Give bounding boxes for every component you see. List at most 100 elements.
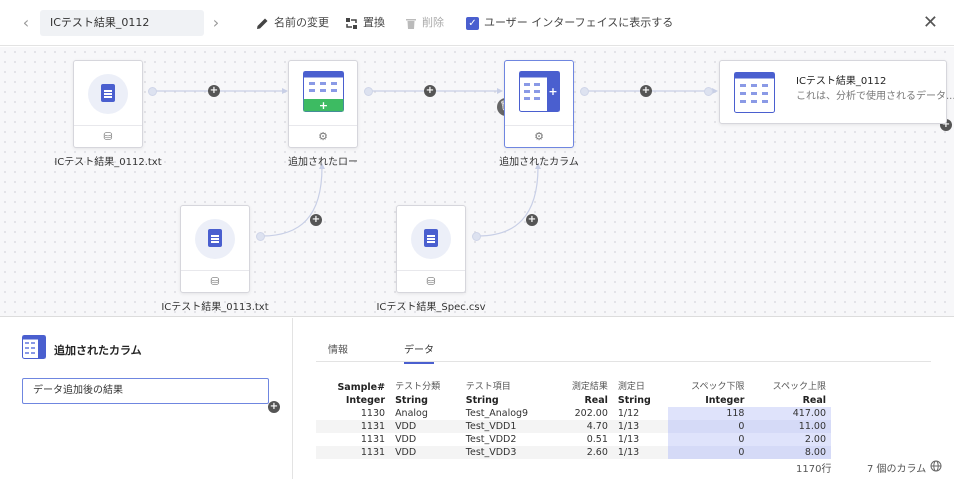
column-type: String xyxy=(617,395,651,406)
table-cell: 4.70 xyxy=(553,420,613,433)
checkbox-checked-icon[interactable]: ✓ xyxy=(466,16,479,30)
dataset-title[interactable]: ICテスト結果_0112 xyxy=(40,10,204,36)
table-cell: VDD xyxy=(390,446,461,459)
gear-icon[interactable]: ⚙ xyxy=(505,125,573,147)
document-icon xyxy=(424,229,438,247)
table-cell: 2.60 xyxy=(553,446,613,459)
table-cell: 202.00 xyxy=(574,408,608,419)
column-header[interactable]: テスト項目 xyxy=(465,382,511,392)
column-header[interactable]: 測定日 xyxy=(617,382,645,392)
database-icon: ⛁ xyxy=(181,270,249,292)
database-icon: ⛁ xyxy=(74,125,142,147)
output-port[interactable] xyxy=(580,87,589,96)
table-cell: 0 xyxy=(668,446,750,459)
output-dataset-node[interactable]: ICテスト結果_0112 これは、分析で使用されるデータ... xyxy=(719,60,954,124)
flow-node-file-0112[interactable]: ⛁ xyxy=(73,60,143,148)
insert-step-plus-icon[interactable]: + xyxy=(424,85,436,97)
data-preview-table: Sample# テスト分類 テスト項目 測定結果 測定日 スペック下限 スペック… xyxy=(316,381,831,459)
table-cell: 1/13 xyxy=(617,434,640,445)
column-header[interactable]: テスト分類 xyxy=(395,382,441,392)
replace-label: 置換 xyxy=(363,16,385,29)
tab-info[interactable]: 情報 xyxy=(328,345,348,356)
table-cell: Test_VDD2 xyxy=(465,434,517,445)
table-cell: Test_VDD1 xyxy=(460,420,554,433)
close-icon[interactable]: ✕ xyxy=(922,12,938,33)
add-columns-icon xyxy=(22,335,46,359)
node-label: ICテスト結果_Spec.csv xyxy=(376,302,486,313)
document-icon xyxy=(101,84,115,102)
output-port[interactable] xyxy=(472,232,481,241)
table-row: 1131 VDD Test_VDD2 0.51 1/13 0 2.00 xyxy=(316,433,831,446)
column-header[interactable]: 測定結果 xyxy=(571,382,608,392)
column-header[interactable]: Sample# xyxy=(337,382,386,393)
node-name-input[interactable]: データ追加後の結果 xyxy=(22,378,269,404)
database-icon: ⛁ xyxy=(397,270,465,292)
column-header[interactable]: スペック上限 xyxy=(772,382,826,392)
table-cell: 8.00 xyxy=(749,446,831,459)
table-row: 1131 VDD Test_VDD3 2.60 1/13 0 8.00 xyxy=(316,446,831,459)
node-label: 追加されたロー xyxy=(288,157,358,168)
node-label: ICテスト結果_0113.txt xyxy=(161,302,269,313)
rename-label: 名前の変更 xyxy=(274,16,329,29)
output-port[interactable] xyxy=(148,87,157,96)
output-title: ICテスト結果_0112 xyxy=(796,76,887,87)
svg-text:+: + xyxy=(319,99,328,112)
table-cell: 0 xyxy=(668,433,750,446)
replace-button[interactable]: 置換 xyxy=(345,14,385,32)
file-circle xyxy=(411,219,451,259)
column-type: Real xyxy=(584,395,608,406)
insert-step-plus-icon[interactable]: + xyxy=(310,214,322,226)
delete-label: 削除 xyxy=(422,16,444,29)
table-cell: VDD xyxy=(390,420,461,433)
globe-icon[interactable] xyxy=(930,460,942,472)
flow-node-added-columns[interactable]: + ⚙ xyxy=(504,60,574,148)
column-type-row: Integer String String Real String Intege… xyxy=(316,394,831,407)
insert-step-plus-icon[interactable]: + xyxy=(208,85,220,97)
rename-button[interactable]: 名前の変更 xyxy=(256,14,329,32)
show-in-ui-checkbox[interactable]: ✓ ユーザー インターフェイスに表示する xyxy=(466,14,673,32)
detail-panel: 追加されたカラム データ追加後の結果 + 情報 データ Sample# テスト分… xyxy=(0,318,954,479)
document-icon xyxy=(208,229,222,247)
panel-title: 追加されたカラム xyxy=(54,344,142,357)
svg-text:+: + xyxy=(548,85,557,98)
insert-step-plus-icon[interactable]: + xyxy=(640,85,652,97)
node-settings-panel: 追加されたカラム データ追加後の結果 + xyxy=(0,318,293,479)
insert-step-plus-icon[interactable]: + xyxy=(526,214,538,226)
table-cell: 0.51 xyxy=(586,434,608,445)
flow-node-file-0113[interactable]: ⛁ xyxy=(180,205,250,293)
column-type: Real xyxy=(802,395,826,406)
file-circle xyxy=(195,219,235,259)
back-arrow-icon[interactable]: ‹ xyxy=(22,13,30,32)
output-port[interactable] xyxy=(256,232,265,241)
add-columns-table-icon: + xyxy=(519,71,560,112)
output-port[interactable] xyxy=(364,87,373,96)
node-label: 追加されたカラム xyxy=(499,157,579,168)
table-cell: Test_Analog9 xyxy=(465,408,529,419)
input-port[interactable] xyxy=(704,87,713,96)
node-label: ICテスト結果_0112.txt xyxy=(54,157,162,168)
table-cell: 11.00 xyxy=(749,420,831,433)
show-in-ui-label: ユーザー インターフェイスに表示する xyxy=(484,16,674,29)
flow-node-file-spec[interactable]: ⛁ xyxy=(396,205,466,293)
table-cell: VDD xyxy=(395,434,417,445)
forward-arrow-icon[interactable]: › xyxy=(212,13,220,32)
table-cell: 0 xyxy=(668,420,750,433)
flow-node-added-rows[interactable]: + ⚙ xyxy=(288,60,358,148)
delete-button[interactable]: 削除 xyxy=(405,14,444,32)
add-rows-table-icon: + xyxy=(303,71,344,112)
dataset-table-icon xyxy=(734,72,775,113)
table-cell: Analog xyxy=(395,408,428,419)
flow-canvas[interactable]: ⛁ ICテスト結果_0112.txt + ⚙ 追加されたロー 🗑 + ⚙ 追加さ… xyxy=(0,47,954,317)
column-header[interactable]: スペック下限 xyxy=(691,382,745,392)
column-type: String xyxy=(465,395,499,406)
table-cell: 1131 xyxy=(360,434,386,445)
gear-icon[interactable]: ⚙ xyxy=(289,125,357,147)
table-cell: 1/13 xyxy=(612,420,669,433)
table-cell: 1131 xyxy=(316,446,391,459)
row-count: 1170行 xyxy=(796,464,832,475)
add-plus-icon[interactable]: + xyxy=(268,401,280,413)
tab-bar: 情報 データ xyxy=(316,334,931,364)
tab-data[interactable]: データ xyxy=(404,341,434,364)
table-row: 1130 Analog Test_Analog9 202.00 1/12 118… xyxy=(316,407,831,420)
column-type: Integer xyxy=(705,395,745,406)
